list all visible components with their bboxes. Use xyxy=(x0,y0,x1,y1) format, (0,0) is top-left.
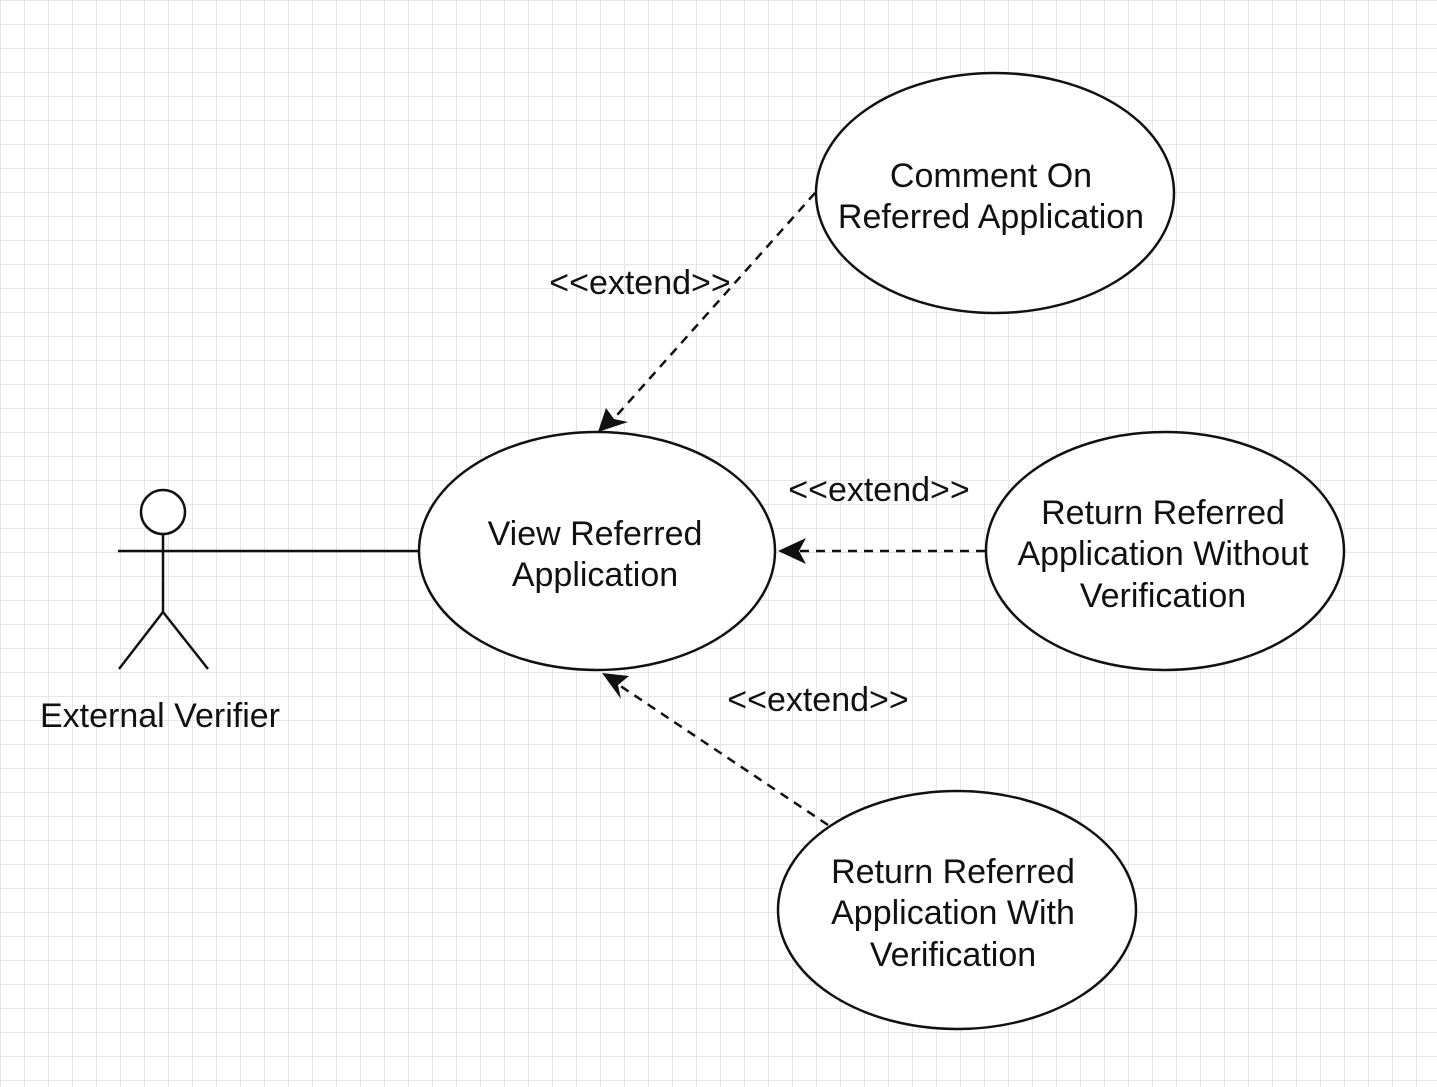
extend-line xyxy=(609,192,816,424)
use-case-label-line: Return Referred xyxy=(831,853,1075,891)
use-case-label-line: Referred Application xyxy=(838,198,1144,236)
stick-figure-icon xyxy=(118,488,209,670)
use-case-ellipse xyxy=(417,430,777,672)
arrowhead-icon xyxy=(602,673,629,699)
arrowhead-icon xyxy=(598,408,628,432)
extend-line xyxy=(615,681,829,827)
use-case-label-line: Application xyxy=(512,556,678,594)
use-case-ellipse xyxy=(814,71,1176,315)
extend-relationship-return-with: <<extend>> xyxy=(602,673,909,827)
use-case-return-without-verification[interactable]: Return Referred Application Without Veri… xyxy=(984,430,1346,672)
use-case-label-line: Application Without xyxy=(1017,535,1309,573)
use-case-label-line: View Referred xyxy=(488,515,703,553)
actor-external-verifier[interactable]: External Verifier xyxy=(40,488,280,735)
extend-relationship-comment: <<extend>> xyxy=(549,192,816,432)
use-case-label-line: Application With xyxy=(831,894,1075,932)
use-case-ellipse xyxy=(984,430,1346,672)
use-case-label-line: Verification xyxy=(1080,577,1246,615)
extend-label: <<extend>> xyxy=(549,264,731,302)
extend-relationship-return-without: <<extend>> xyxy=(778,471,985,564)
use-case-label-line: Return Referred xyxy=(1041,494,1285,532)
actor-left-leg xyxy=(118,611,164,670)
actor-head xyxy=(139,488,187,536)
arrowhead-icon xyxy=(778,538,806,564)
use-case-label-line: Verification xyxy=(870,936,1036,974)
actor-right-leg xyxy=(162,611,209,670)
extend-label: <<extend>> xyxy=(727,681,909,719)
use-case-return-with-verification[interactable]: Return Referred Application With Verific… xyxy=(776,789,1138,1031)
use-case-ellipse xyxy=(776,789,1138,1031)
extend-label: <<extend>> xyxy=(788,471,970,509)
actor-label: External Verifier xyxy=(40,697,280,735)
use-case-view-referred-application[interactable]: View Referred Application xyxy=(417,430,777,672)
use-case-comment-on-referred-application[interactable]: Comment On Referred Application xyxy=(814,71,1176,315)
use-case-label-line: Comment On xyxy=(890,157,1092,195)
